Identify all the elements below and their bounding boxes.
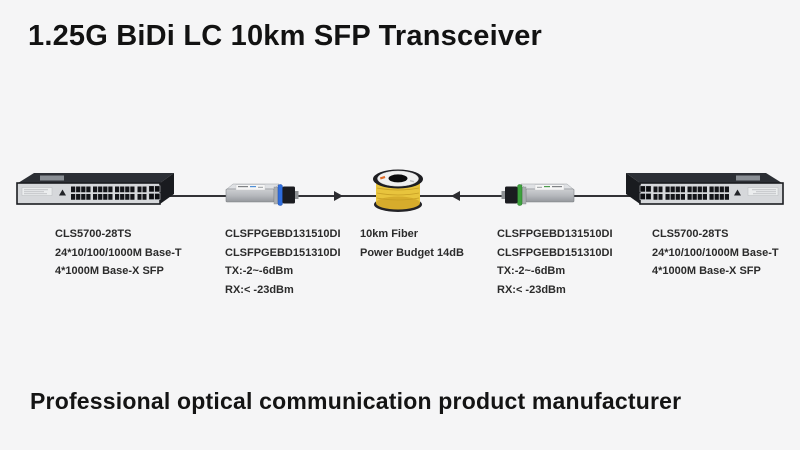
spec-line: CLSFPGEBD131510DI — [497, 228, 613, 240]
spec-line: CLS5700-28TS — [652, 228, 729, 240]
spec-line: CLSFPGEBD151310DI — [497, 246, 613, 259]
sfp-module-left-illustration — [223, 180, 299, 210]
sfp-transceiver-icon — [225, 183, 299, 206]
switch-right-specs: CLS5700-28TS 24*10/100/1000M Base-T 4*10… — [652, 225, 779, 281]
flow-arrow-right-icon — [334, 191, 343, 201]
network-switch-icon — [626, 173, 784, 205]
spec-line: 10km Fiber — [360, 228, 419, 240]
fiber-specs: 10km Fiber Power Budget 14dB — [360, 225, 464, 262]
spec-line: CLSFPGEBD151310DI — [225, 246, 341, 259]
spec-line: TX:-2~-6dBm — [497, 265, 566, 277]
spec-line: CLS5700-28TS — [55, 228, 132, 240]
footer-tagline: Professional optical communication produ… — [30, 388, 682, 414]
spec-line: 24*10/100/1000M Base-T — [55, 246, 182, 259]
fiber-spool-icon — [373, 169, 423, 212]
sfp-transceiver-icon — [501, 183, 575, 206]
flow-arrow-left-icon — [451, 191, 460, 201]
spec-line: 4*1000M Base-X SFP — [652, 265, 761, 277]
switch-left-illustration — [14, 172, 176, 208]
switch-left-specs: CLS5700-28TS 24*10/100/1000M Base-T 4*10… — [55, 225, 182, 281]
spec-line: 24*10/100/1000M Base-T — [652, 246, 779, 259]
page-title: 1.25G BiDi LC 10km SFP Transceiver — [28, 20, 543, 52]
spec-line: RX:< -23dBm — [225, 283, 294, 296]
network-switch-icon — [16, 173, 174, 205]
switch-right-illustration — [624, 172, 786, 208]
spec-line: 4*1000M Base-X SFP — [55, 265, 164, 277]
sfp-right-specs: CLSFPGEBD131510DI CLSFPGEBD151310DI TX:-… — [497, 225, 613, 299]
spec-line: Power Budget 14dB — [360, 246, 464, 259]
spec-line: RX:< -23dBm — [497, 283, 566, 296]
spec-line: TX:-2~-6dBm — [225, 265, 294, 277]
sfp-left-specs: CLSFPGEBD131510DI CLSFPGEBD151310DI TX:-… — [225, 225, 341, 299]
sfp-module-right-illustration — [501, 180, 577, 210]
spec-line: CLSFPGEBD131510DI — [225, 228, 341, 240]
fiber-spool-illustration — [368, 160, 428, 214]
